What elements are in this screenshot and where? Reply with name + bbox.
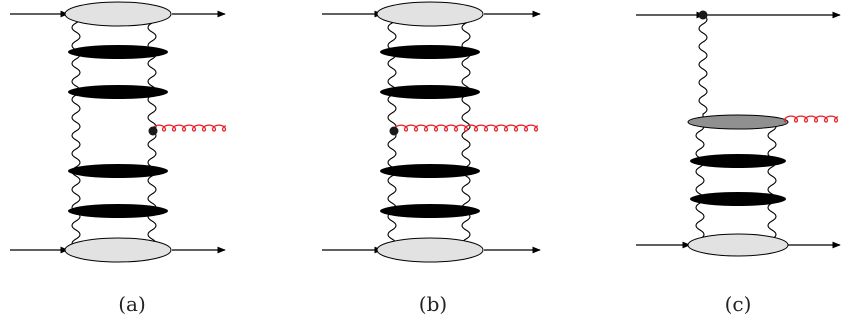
panel-a: (a) xyxy=(10,1,227,316)
caption-b: (b) xyxy=(419,292,447,316)
left-reggeon-line-upper xyxy=(387,13,397,132)
exchanged-reggeon-line xyxy=(698,14,708,122)
emitted-gluon xyxy=(783,115,839,123)
rung-2 xyxy=(380,85,480,99)
rung-3 xyxy=(68,164,168,178)
rung-2 xyxy=(690,192,786,206)
emitted-gluon xyxy=(393,124,539,132)
top-vertex xyxy=(698,10,708,20)
rung-4 xyxy=(380,204,480,218)
panel-c: (c) xyxy=(636,10,841,316)
emitted-gluon xyxy=(151,124,227,132)
panel-b: (b) xyxy=(322,1,541,316)
emission-vertex xyxy=(389,126,399,136)
rung-1 xyxy=(690,154,786,168)
rung-3 xyxy=(380,164,480,178)
caption-c: (c) xyxy=(725,292,752,316)
rung-1 xyxy=(68,45,168,59)
top-impact-factor-blob xyxy=(64,1,172,27)
grey-emission-blob xyxy=(687,114,789,130)
emission-vertex xyxy=(148,126,158,136)
rung-4 xyxy=(68,204,168,218)
left-reggeon-line xyxy=(695,121,705,245)
rung-1 xyxy=(380,45,480,59)
right-reggeon-line-upper xyxy=(147,13,157,132)
bottom-impact-factor-blob xyxy=(376,237,484,263)
bottom-impact-factor-blob xyxy=(64,237,172,263)
caption-a: (a) xyxy=(118,292,146,316)
right-reggeon-line xyxy=(767,121,777,245)
left-reggeon-line-lower xyxy=(387,130,397,250)
top-impact-factor-blob xyxy=(376,1,484,27)
bottom-impact-factor-blob xyxy=(687,233,789,257)
right-reggeon-line-lower xyxy=(147,130,157,250)
rung-2 xyxy=(68,85,168,99)
